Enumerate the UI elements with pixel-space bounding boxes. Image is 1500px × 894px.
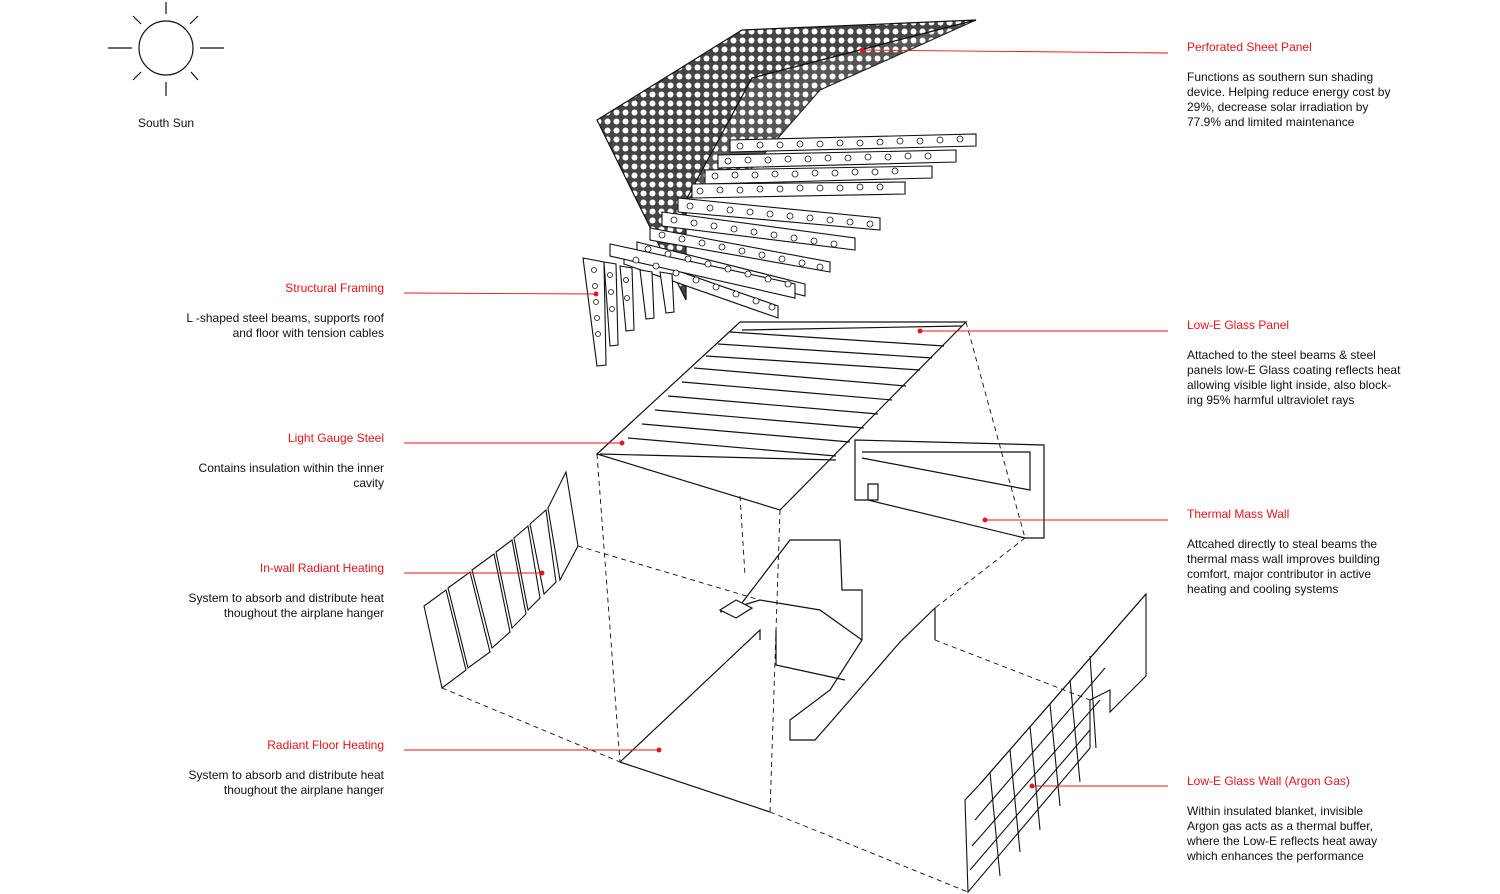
callout-title: Light Gauge Steel <box>287 431 384 445</box>
sun-icon <box>108 2 224 96</box>
callout-thermal-mass-wall: Thermal Mass Wall Attcahed directly to s… <box>1187 507 1380 597</box>
low-e-glass-wall-argon <box>964 592 1147 894</box>
callout-title: Radiant Floor Heating <box>267 738 384 752</box>
callout-radiant-floor-heating: Radiant Floor Heating System to absorb a… <box>189 738 384 798</box>
callout-desc-line: comfort, major contributor in active <box>1187 567 1372 581</box>
low-e-glass-panel <box>595 321 968 511</box>
radiant-floor-heating <box>619 539 936 813</box>
callout-desc-line: Attached to the steel beams & steel <box>1187 348 1376 362</box>
callout-desc-line: heating and cooling systems <box>1187 582 1339 596</box>
callout-desc-line: Within insulated blanket, invisible <box>1187 804 1364 818</box>
callout-perforated-sheet-panel: Perforated Sheet Panel Functions as sout… <box>1187 40 1390 130</box>
callout-desc-line: thoughout the airplane hanger <box>223 606 384 620</box>
callout-light-gauge-steel: Light Gauge Steel Contains insulation wi… <box>199 431 384 491</box>
callout-leader-lines <box>403 47 1169 789</box>
callout-desc-line: Attcahed directly to steal beams the <box>1187 537 1378 551</box>
callout-desc-line: System to absorb and distribute heat <box>188 768 384 782</box>
callout-low-e-glass-panel: Low-E Glass Panel Attached to the steel … <box>1187 318 1400 408</box>
callout-structural-framing: Structural Framing L -shaped steel beams… <box>186 281 384 341</box>
callout-desc-line: Argon gas acts as a thermal buffer, <box>1187 819 1373 833</box>
callout-desc-line: thermal mass wall improves building <box>1187 552 1380 566</box>
callout-desc-line: device. Helping reduce energy cost by <box>1187 85 1391 99</box>
callout-desc-line: panels low-E Glass coating reflects heat <box>1187 363 1401 377</box>
callout-desc-line: System to absorb and distribute heat <box>188 591 384 605</box>
callout-desc-line: Contains insulation within the inner <box>198 461 384 475</box>
callout-desc-line: allowing visible light inside, also bloc… <box>1187 378 1392 392</box>
callout-desc-line: 29%, decrease solar irradiation by <box>1187 100 1369 114</box>
callout-desc-line: ing 95% harmful ultraviolet rays <box>1187 393 1355 407</box>
callout-title: Thermal Mass Wall <box>1187 507 1290 521</box>
south-sun-label: South Sun <box>138 116 195 130</box>
callout-title: Perforated Sheet Panel <box>1187 40 1312 54</box>
callout-desc-line: which enhances the performance <box>1187 849 1364 863</box>
assembly-dashed-lines <box>441 321 1091 893</box>
callout-desc-line: Functions as southern sun shading <box>1187 70 1374 84</box>
structural-framing <box>582 133 977 367</box>
callout-desc-line: and floor with tension cables <box>232 326 384 340</box>
in-wall-radiant-heating <box>423 470 579 689</box>
callout-in-wall-radiant-heating: In-wall Radiant Heating System to absorb… <box>189 561 384 621</box>
callout-desc-line: L -shaped steel beams, supports roof <box>186 311 384 325</box>
callout-desc-line: 77.9% and limited maintenance <box>1187 115 1355 129</box>
callout-low-e-glass-wall-argon: Low-E Glass Wall (Argon Gas) Within insu… <box>1187 774 1377 864</box>
callout-desc-line: thoughout the airplane hanger <box>223 783 384 797</box>
callout-desc-line: cavity <box>353 476 384 490</box>
framing-bolt-holes <box>591 135 964 337</box>
callout-desc-line: where the Low-E reflects heat away <box>1187 834 1378 848</box>
callout-title: Low-E Glass Panel <box>1187 318 1290 332</box>
callout-title: In-wall Radiant Heating <box>259 561 384 575</box>
callout-title: Low-E Glass Wall (Argon Gas) <box>1187 774 1350 788</box>
callout-title: Structural Framing <box>285 281 384 295</box>
thermal-mass-wall <box>854 439 1045 539</box>
